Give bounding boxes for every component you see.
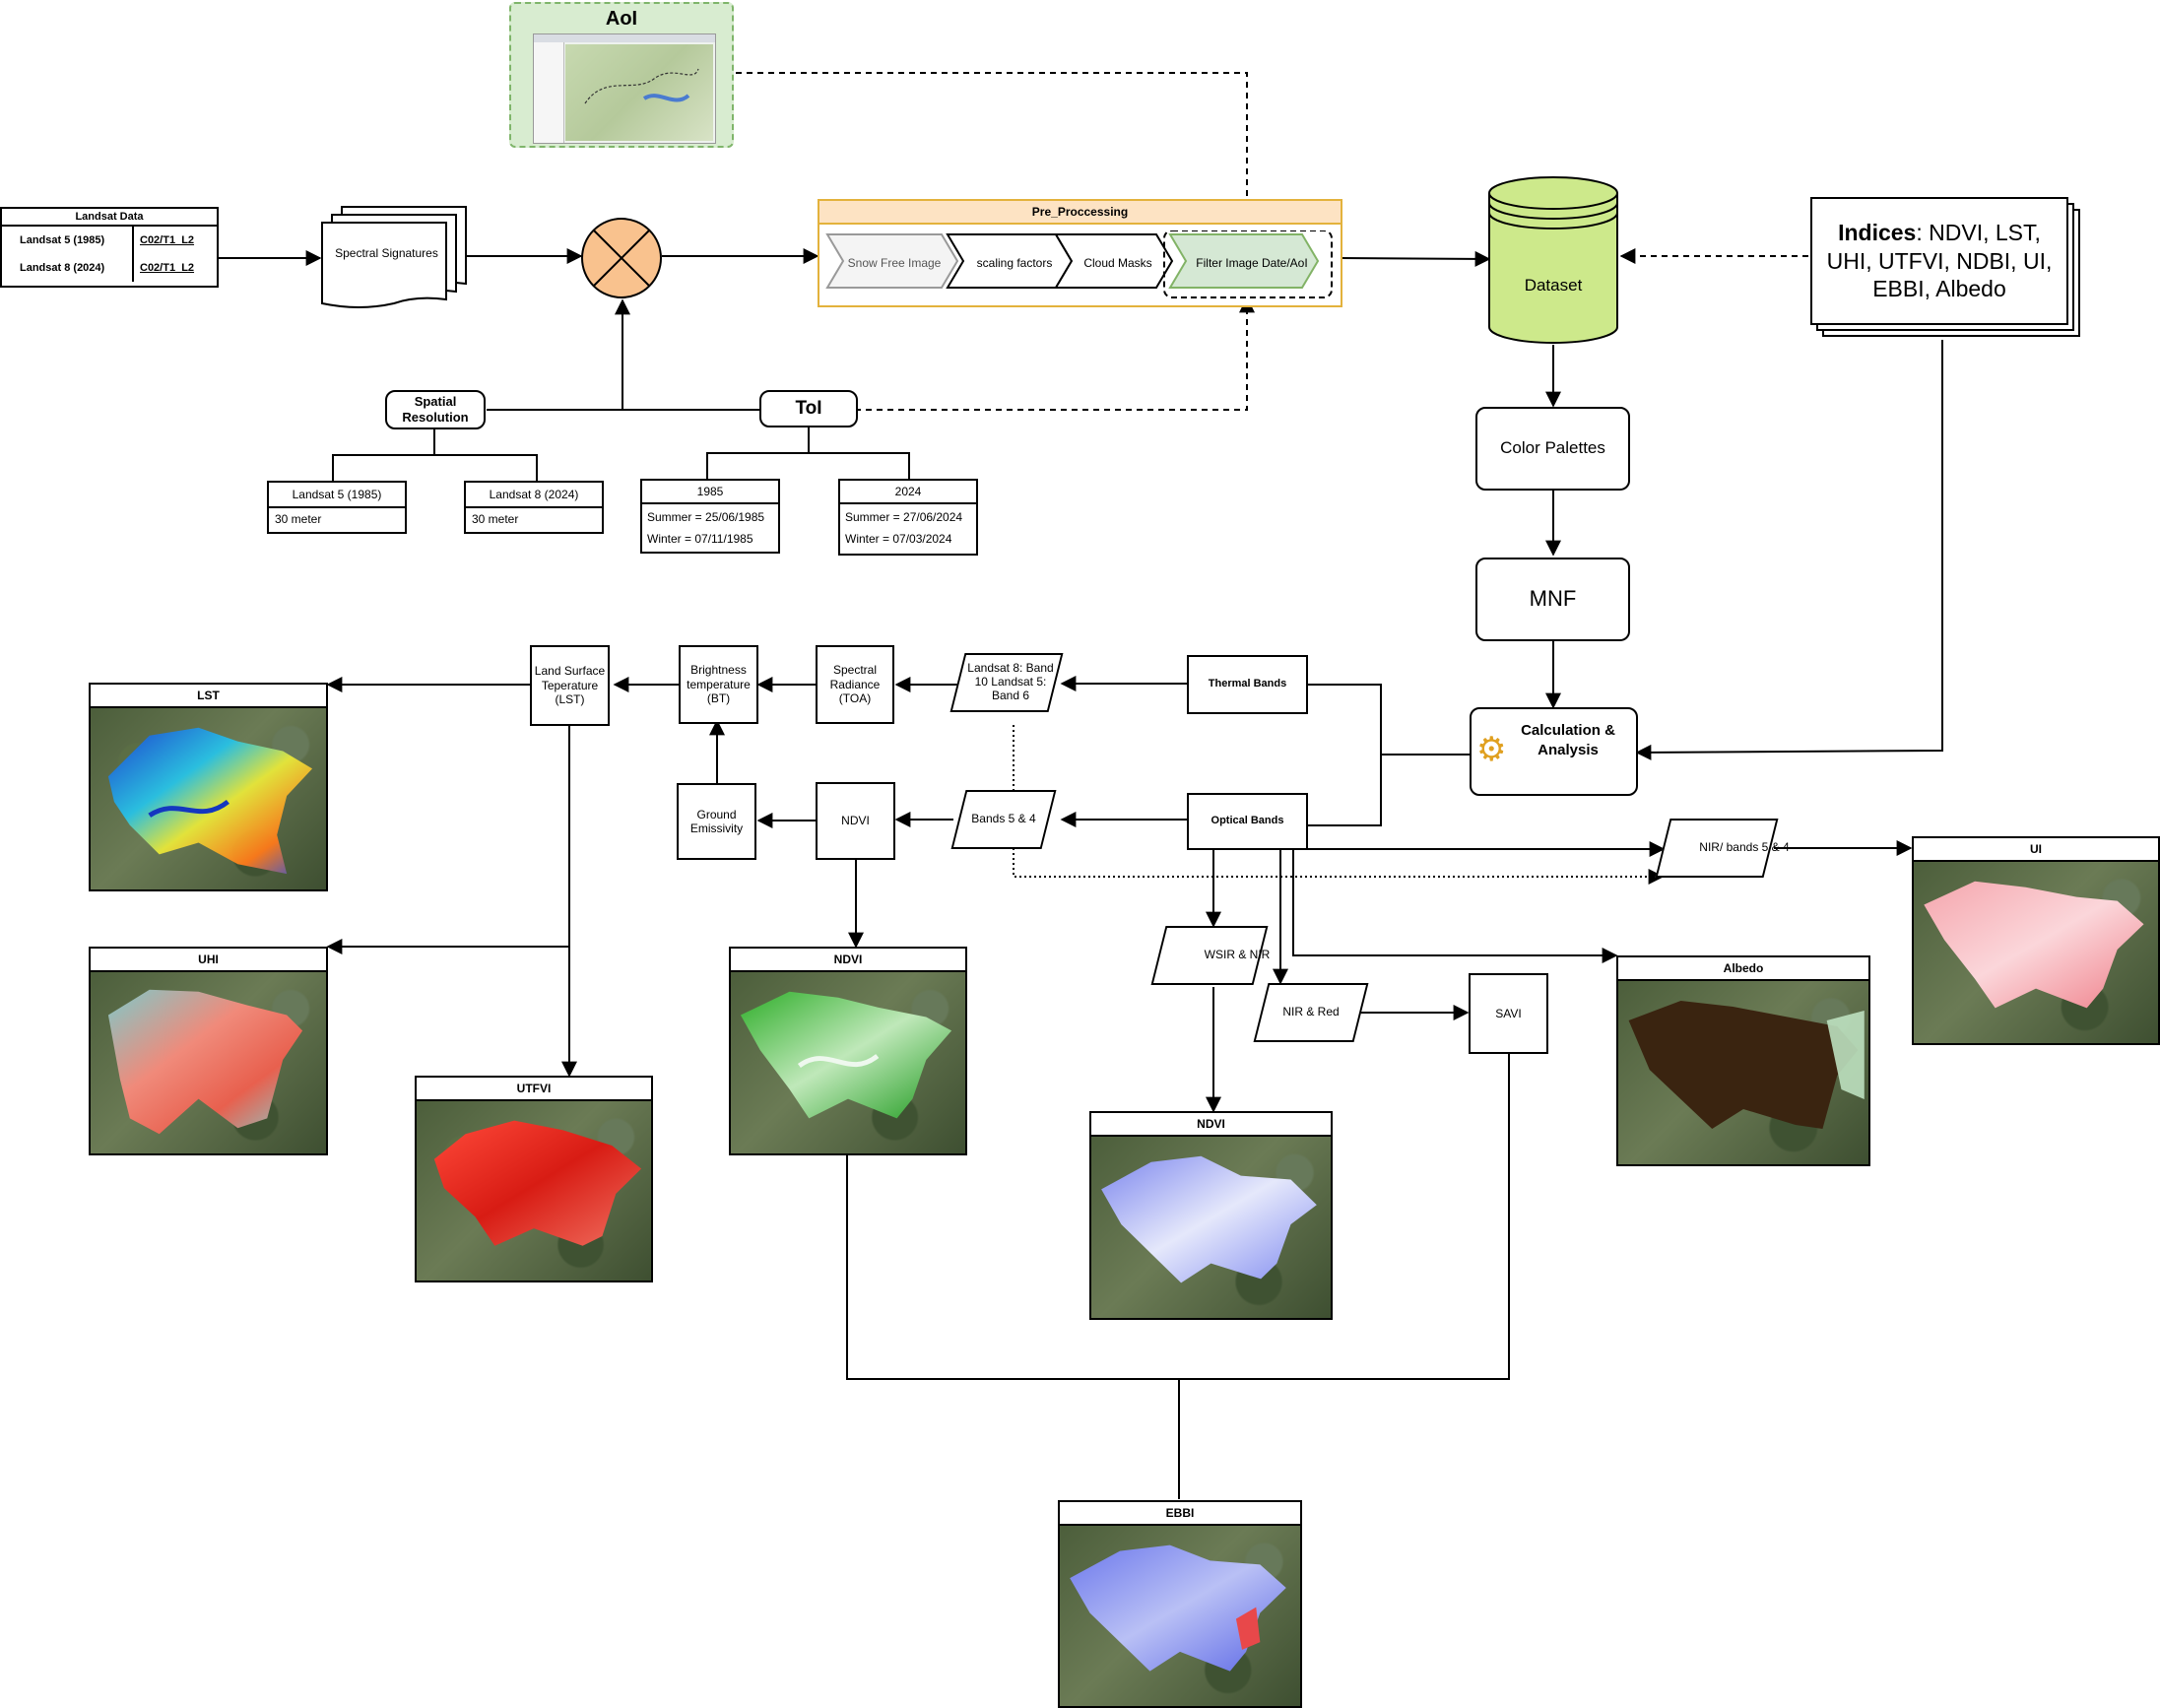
ndvi-map-2-title: NDVI [1091, 1113, 1331, 1137]
ebbi-map-image [1060, 1526, 1300, 1706]
spectral-radiance-box: Spectral Radiance (TOA) [816, 645, 894, 724]
optical-bands-box: Optical Bands [1187, 793, 1308, 850]
ui-map-image [1914, 862, 2158, 1043]
ui-map-title: UI [1914, 838, 2158, 862]
date-row-winter: Winter = 07/11/1985 [647, 532, 753, 546]
date-row-winter: Winter = 07/03/2024 [845, 532, 952, 546]
ndvi-map-1: NDVI [729, 947, 967, 1155]
row-name: Landsat 5 (1985) [20, 234, 105, 246]
aoi-panel: AoI [509, 2, 734, 148]
aoi-screenshot-thumbnail [533, 33, 716, 144]
indices-list: : NDVI, LST, UHI, UTFVI, NDBI, UI, EBBI,… [1826, 219, 2053, 302]
ebbi-map-title: EBBI [1060, 1502, 1300, 1526]
res-table-title: Landsat 5 (1985) [269, 483, 405, 508]
res-table-landsat8: Landsat 8 (2024) 30 meter [464, 481, 604, 534]
ebbi-map: EBBI [1058, 1500, 1302, 1708]
merge-summing-junction [581, 218, 662, 298]
indices-heading: Indices [1838, 219, 1917, 245]
landsat-bands-parallelogram: Landsat 8: Band 10 Landsat 5: Band 6 [949, 653, 1064, 712]
ui-map: UI [1912, 836, 2160, 1045]
nir-red-parallelogram: NIR & Red [1253, 983, 1369, 1042]
lst-map-title: LST [91, 685, 326, 708]
res-table-value: 30 meter [472, 512, 519, 526]
albedo-map-image [1618, 981, 1868, 1164]
date-row-summer: Summer = 27/06/2024 [845, 510, 963, 524]
uhi-map: UHI [89, 947, 328, 1155]
landsat-bands-label: Landsat 8: Band 10 Landsat 5: Band 6 [967, 661, 1054, 702]
date-table-title: 2024 [840, 481, 976, 504]
dataset-label: Dataset [1524, 276, 1583, 295]
date-table-1985: 1985 Summer = 25/06/1985 Winter = 07/11/… [640, 479, 780, 554]
lst-map: LST [89, 683, 328, 891]
nir-bands-parallelogram: NIR/ bands 5 & 4 [1655, 819, 1790, 878]
step-snow-free-image: Snow Free Image [847, 256, 942, 270]
landsat-data-title: Landsat Data [2, 209, 217, 227]
res-table-value: 30 meter [275, 512, 322, 526]
wsir-nir-parallelogram: WSIR & NIR [1150, 926, 1270, 985]
ndvi-map-2-image [1091, 1137, 1331, 1318]
thermal-bands-box: Thermal Bands [1187, 655, 1308, 714]
res-table-landsat5: Landsat 5 (1985) 30 meter [267, 481, 407, 534]
spatial-resolution-box: Spatial Resolution [385, 390, 486, 429]
preprocessing-steps [825, 230, 1333, 298]
landsat-data-table: Landsat Data Landsat 5 (1985) C02/T1_L2 … [0, 207, 219, 288]
lst-box: Land Surface Teperature (LST) [530, 645, 610, 726]
nir-red-label: NIR & Red [1282, 1005, 1340, 1019]
row-code-link[interactable]: C02/T1_L2 [140, 234, 195, 246]
utfvi-map: UTFVI [415, 1076, 653, 1282]
row-name: Landsat 8 (2024) [20, 262, 105, 274]
table-row: Landsat 8 (2024) C02/T1_L2 [2, 254, 217, 282]
date-table-title: 1985 [642, 481, 778, 504]
utfvi-map-title: UTFVI [417, 1078, 651, 1101]
dataset-cylinder [1488, 176, 1618, 344]
color-palettes-box: Color Palettes [1475, 407, 1630, 491]
savi-box: SAVI [1469, 973, 1548, 1054]
uhi-map-image [91, 972, 326, 1153]
uhi-map-title: UHI [91, 949, 326, 972]
calculation-analysis-box: ⚙ Calculation & Analysis [1470, 707, 1638, 796]
ground-emissivity-box: Ground Emissivity [677, 783, 756, 860]
date-row-summer: Summer = 25/06/1985 [647, 510, 765, 524]
ndvi-map-1-title: NDVI [731, 949, 965, 972]
albedo-map-title: Albedo [1618, 957, 1868, 981]
spectral-signatures-shape [321, 206, 467, 308]
nir-bands-label: NIR/ bands 5 & 4 [1699, 840, 1790, 855]
albedo-map: Albedo [1616, 955, 1870, 1166]
bands54-label: Bands 5 & 4 [971, 812, 1036, 826]
ndvi-box: NDVI [816, 782, 895, 860]
toi-box: ToI [759, 390, 858, 427]
calculation-label: Calculation & Analysis [1521, 722, 1615, 758]
ndvi-map-1-image [731, 972, 965, 1153]
bands54-parallelogram: Bands 5 & 4 [950, 790, 1057, 849]
step-filter-image: Filter Image Date/AoI [1196, 256, 1308, 270]
mnf-box: MNF [1475, 558, 1630, 641]
table-row: Landsat 5 (1985) C02/T1_L2 [2, 227, 217, 254]
step-cloud-masks: Cloud Masks [1083, 256, 1152, 270]
wsir-label: WSIR & NIR [1204, 948, 1271, 962]
res-table-title: Landsat 8 (2024) [466, 483, 602, 508]
lst-map-image [91, 708, 326, 889]
spectral-signatures-label: Spectral Signatures [335, 246, 438, 260]
aoi-title: AoI [605, 8, 638, 30]
brightness-temperature-box: Brightness temperature (BT) [679, 645, 758, 724]
preprocessing-title: Pre_Proccessing [819, 201, 1341, 225]
date-table-2024: 2024 Summer = 27/06/2024 Winter = 07/03/… [838, 479, 978, 556]
step-scaling-factors: scaling factors [976, 256, 1053, 270]
utfvi-map-image [417, 1101, 651, 1281]
ndvi-map-2: NDVI [1089, 1111, 1333, 1320]
row-code-link[interactable]: C02/T1_L2 [140, 262, 195, 274]
gear-icon: ⚙ [1476, 731, 1507, 768]
indices-card: Indices: NDVI, LST, UHI, UTFVI, NDBI, UI… [1810, 197, 2068, 325]
